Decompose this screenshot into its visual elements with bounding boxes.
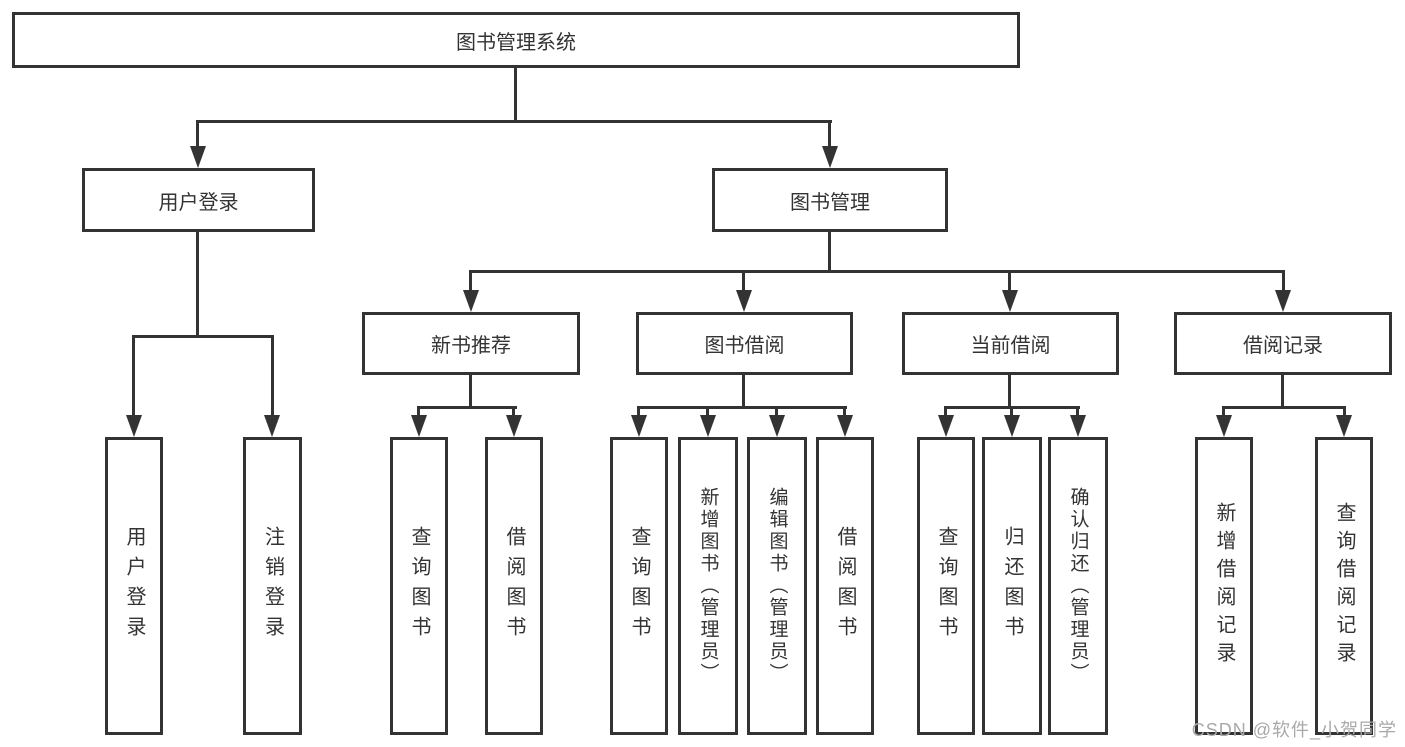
node-label: 图书管理系统 — [456, 31, 576, 54]
connector-vline — [469, 270, 472, 290]
connector-vline — [742, 270, 745, 290]
leaf-label: 归还图书 — [1001, 526, 1023, 646]
arrowhead-down-icon — [700, 415, 716, 437]
arrowhead-down-icon — [837, 415, 853, 437]
arrowhead-down-icon — [1004, 415, 1020, 437]
node-user-login: 用户登录 — [82, 168, 315, 232]
leaf-confirm-return-admin: 确认归还（管理员） — [1048, 437, 1108, 735]
arrowhead-down-icon — [822, 146, 838, 168]
leaf-query-book-3: 查询图书 — [917, 437, 975, 735]
connector-hline — [469, 270, 1285, 273]
leaf-borrow-book-2: 借阅图书 — [816, 437, 874, 735]
leaf-label: 编辑图书（管理员） — [766, 487, 788, 685]
connector-vline — [1222, 406, 1225, 415]
connector-vline — [828, 120, 831, 148]
connector-vline — [1008, 270, 1011, 290]
connector-vline — [132, 335, 135, 415]
connector-vline — [512, 406, 515, 415]
arrowhead-down-icon — [938, 415, 954, 437]
node-book-borrow: 图书借阅 — [636, 312, 853, 375]
arrowhead-down-icon — [736, 290, 752, 312]
connector-vline — [271, 335, 274, 415]
arrowhead-down-icon — [631, 415, 647, 437]
connector-vline — [1076, 406, 1079, 415]
connector-vline — [843, 406, 846, 415]
connector-vline — [417, 406, 420, 415]
node-library-management-system: 图书管理系统 — [12, 12, 1020, 68]
leaf-add-borrow-record: 新增借阅记录 — [1195, 437, 1253, 735]
arrowhead-down-icon — [1070, 415, 1086, 437]
arrowhead-down-icon — [463, 290, 479, 312]
node-label: 新书推荐 — [431, 335, 511, 357]
connector-hline — [132, 335, 274, 338]
leaf-query-borrow-record: 查询借阅记录 — [1315, 437, 1373, 735]
connector-vline — [1008, 375, 1011, 406]
connector-vline — [196, 120, 199, 148]
leaf-label: 查询图书 — [935, 526, 957, 646]
arrowhead-down-icon — [506, 415, 522, 437]
node-label: 当前借阅 — [970, 335, 1051, 357]
connector-hline — [637, 406, 847, 409]
connector-hline — [1222, 406, 1346, 409]
node-label: 图书管理 — [790, 191, 870, 214]
connector-vline — [944, 406, 947, 415]
arrowhead-down-icon — [411, 415, 427, 437]
arrowhead-down-icon — [1336, 415, 1352, 437]
connector-vline — [637, 406, 640, 415]
connector-vline — [196, 232, 199, 335]
node-label: 图书借阅 — [704, 335, 785, 357]
watermark: CSDN @软件_小贺同学 — [1191, 720, 1397, 740]
arrowhead-down-icon — [190, 146, 206, 168]
node-book-management: 图书管理 — [712, 168, 948, 232]
leaf-label: 借阅图书 — [503, 526, 525, 646]
connector-vline — [775, 406, 778, 415]
leaf-label: 查询借阅记录 — [1333, 502, 1355, 670]
leaf-label: 查询图书 — [408, 526, 430, 646]
arrowhead-down-icon — [769, 415, 785, 437]
leaf-user-login: 用户登录 — [105, 437, 163, 735]
connector-vline — [1343, 406, 1346, 415]
leaf-return-book: 归还图书 — [982, 437, 1042, 735]
node-label: 借阅记录 — [1243, 335, 1323, 357]
connector-hline — [417, 406, 517, 409]
node-current-borrow: 当前借阅 — [902, 312, 1119, 375]
leaf-label: 查询图书 — [628, 526, 650, 646]
arrowhead-down-icon — [1002, 290, 1018, 312]
connector-vline — [706, 406, 709, 415]
leaf-borrow-book-1: 借阅图书 — [485, 437, 543, 735]
node-new-book-recommend: 新书推荐 — [362, 312, 580, 375]
leaf-logout: 注销登录 — [243, 437, 302, 735]
connector-vline — [1281, 375, 1284, 406]
leaf-query-book-1: 查询图书 — [390, 437, 448, 735]
leaf-query-book-2: 查询图书 — [610, 437, 668, 735]
connector-vline — [1282, 270, 1285, 290]
node-borrow-records: 借阅记录 — [1174, 312, 1392, 375]
leaf-label: 注销登录 — [261, 526, 284, 646]
leaf-add-book-admin: 新增图书（管理员） — [678, 437, 738, 735]
arrowhead-down-icon — [264, 415, 280, 437]
connector-vline — [514, 68, 517, 120]
arrowhead-down-icon — [126, 415, 142, 437]
connector-vline — [1010, 406, 1013, 415]
leaf-label: 新增图书（管理员） — [697, 487, 719, 685]
connector-vline — [469, 375, 472, 406]
arrowhead-down-icon — [1216, 415, 1232, 437]
connector-vline — [828, 232, 831, 270]
leaf-label: 借阅图书 — [834, 526, 856, 646]
connector-vline — [742, 375, 745, 406]
leaf-label: 新增借阅记录 — [1213, 502, 1235, 670]
node-label: 用户登录 — [158, 191, 239, 214]
leaf-edit-book-admin: 编辑图书（管理员） — [747, 437, 807, 735]
arrowhead-down-icon — [1275, 290, 1291, 312]
leaf-label: 确认归还（管理员） — [1067, 487, 1089, 685]
leaf-label: 用户登录 — [123, 526, 145, 646]
connector-hline — [196, 120, 832, 123]
